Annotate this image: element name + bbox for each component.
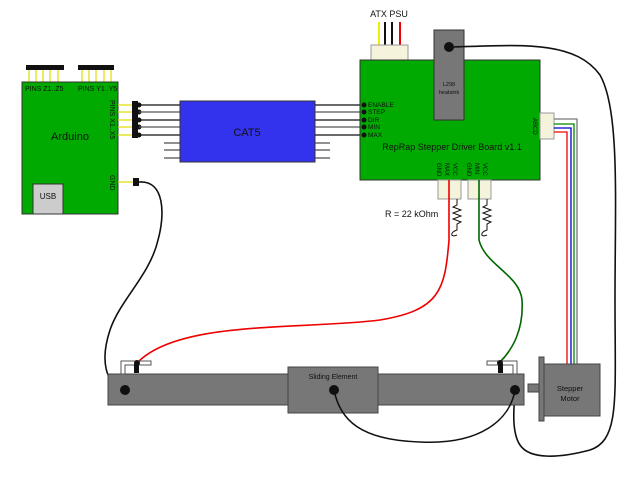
motor-wire-a	[554, 118, 578, 365]
motor-wire-d	[554, 131, 568, 365]
min-endstop-bracket	[120, 360, 152, 375]
heatsink-ground-wire	[453, 44, 617, 457]
abcd-label: ABCD	[531, 118, 537, 135]
max-pullup-resistor	[451, 199, 463, 237]
arduino-board	[21, 81, 119, 215]
driver-board-title: RepRap Stepper Driver Board v1.1	[382, 142, 522, 152]
pins-y-label: PINS Y1..Y5	[78, 86, 117, 93]
abcd-connector	[539, 112, 555, 140]
max-endstop-bracket	[486, 360, 518, 375]
gnd-connector	[133, 178, 139, 186]
x-pins	[118, 104, 132, 136]
sliding-ground-wire	[333, 389, 516, 443]
stepper-motor	[543, 363, 601, 417]
pins-x-label: PINS X1..X5	[108, 100, 115, 139]
heatsink-screw	[444, 42, 454, 52]
cat5-right-wires	[315, 104, 364, 159]
input-max: MAX	[368, 132, 383, 139]
x-connector	[132, 101, 138, 138]
pins-z-label: PINS Z1..Z5	[25, 86, 64, 93]
max-vcc-label: VCC	[451, 163, 457, 176]
heatsink-label-2: heatsink	[439, 90, 460, 96]
min-pullup-resistor	[481, 199, 493, 237]
max-gnd-label: GND	[435, 163, 441, 177]
sliding-element-label: Sliding Element	[309, 374, 358, 381]
stepper-label-2: Motor	[560, 394, 580, 403]
min-endstop-switch	[134, 364, 139, 373]
resistor-label: R = 22 kOhm	[385, 209, 438, 219]
driver-input-dots	[361, 102, 367, 138]
min-min-label: MIN	[473, 163, 479, 174]
rail-min-screw	[120, 385, 130, 395]
min-vcc-label: VCC	[481, 163, 487, 176]
arduino-title: Arduino	[51, 131, 89, 143]
motor-wire-b	[554, 123, 575, 365]
usb-port	[32, 183, 64, 215]
header-y	[78, 65, 114, 70]
heatsink-label-1: L298	[443, 82, 455, 88]
max-endstop-switch	[498, 364, 503, 373]
motor-wire-c	[554, 127, 572, 365]
min-endstop-terminal	[134, 360, 140, 366]
gnd-wire	[104, 181, 163, 391]
usb-label: USB	[40, 192, 56, 201]
header-y-pins	[81, 70, 112, 82]
input-step: STEP	[368, 109, 385, 116]
cat5-cable	[179, 100, 316, 163]
input-enable: ENABLE	[368, 102, 394, 109]
input-dir: DIR	[368, 117, 380, 124]
header-z	[26, 65, 64, 70]
cat5-label: CAT5	[233, 127, 260, 139]
max-endstop-terminal	[497, 360, 503, 366]
max-max-label: MAX	[443, 163, 449, 176]
gnd-label: GND	[108, 175, 115, 191]
stepper-label-1: Stepper	[557, 384, 584, 393]
cat5-left-wires	[139, 104, 180, 159]
min-gnd-label: GND	[465, 163, 471, 177]
input-min: MIN	[368, 124, 380, 131]
motor-shaft	[527, 383, 541, 393]
psu-connector	[370, 44, 409, 61]
max-endstop-wire	[137, 180, 450, 363]
header-z-pins	[28, 70, 59, 82]
motor-flange	[538, 356, 545, 422]
min-endstop-wire	[478, 180, 523, 363]
atx-psu-label: ATX PSU	[370, 9, 408, 19]
